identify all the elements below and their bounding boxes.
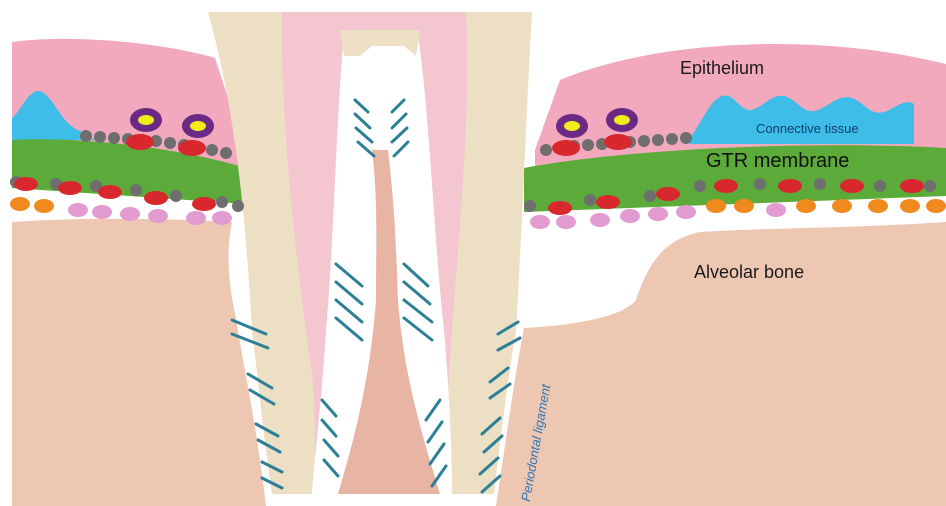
alveolar-bone-label: Alveolar bone [694,262,804,283]
epithelium-label: Epithelium [680,58,764,79]
connective-tissue-label: Connective tissue [756,121,859,136]
left-alveolar-bone [12,219,266,506]
gtr-membrane-label: GTR membrane [706,150,849,173]
